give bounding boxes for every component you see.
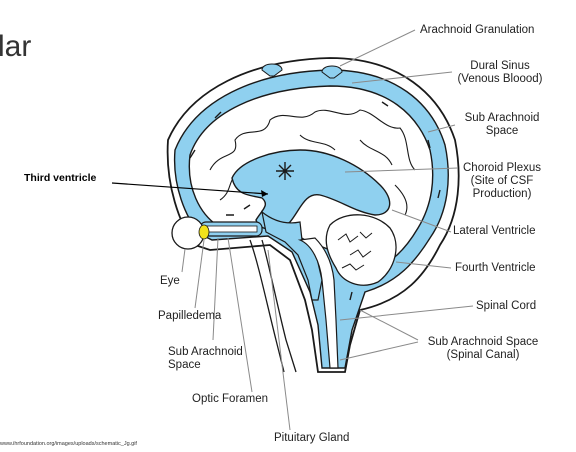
label-sub-arachnoid-left: Sub Arachnoid Space [168, 346, 243, 372]
label-lateral-ventricle: Lateral Ventricle [453, 225, 536, 237]
label-dural-sinus-line2: (Venous Bloood) [457, 73, 543, 85]
choroid-plexus-mark [276, 162, 294, 180]
label-sub-arachnoid-left-line1: Sub Arachnoid [168, 346, 243, 358]
label-fourth-ventricle: Fourth Ventricle [455, 262, 536, 274]
label-dural-sinus-line1: Dural Sinus [470, 60, 530, 72]
cerebellum-folia [337, 231, 373, 271]
label-choroid-line1: Choroid Plexus [463, 162, 541, 174]
optic-nerve [204, 225, 258, 233]
label-sub-arachnoid-spinal: Sub Arachnoid Space (Spinal Canal) [420, 336, 546, 362]
slide-title-fragment: lar [0, 30, 32, 63]
lateral-ventricle [231, 149, 391, 230]
third-ventricle-pointer [111, 182, 269, 195]
arachnoid-granulation-1 [261, 63, 283, 77]
label-optic-foramen: Optic Foramen [192, 393, 269, 405]
third-ventricle-callout: Third ventricle [24, 172, 97, 184]
papilledema-disc [198, 224, 210, 240]
label-eye: Eye [160, 275, 180, 287]
arachnoid-granulation-2 [321, 65, 343, 79]
label-sub-arachnoid-left-line2: Space [168, 359, 201, 371]
label-choroid-plexus: Choroid Plexus (Site of CSF Production) [452, 162, 552, 201]
label-choroid-line2: (Site of CSF [470, 175, 534, 187]
pituitary-sheath [249, 239, 285, 373]
label-sub-arachnoid-space: Sub Arachnoid Space [454, 112, 550, 138]
label-sub-arachnoid-line1: Sub Arachnoid [464, 112, 540, 124]
flow-arrows [189, 101, 441, 301]
label-sub-arachnoid-spinal-line2: (Spinal Canal) [446, 349, 520, 361]
label-sub-arachnoid-line2: Space [485, 125, 519, 137]
gyri-lines [209, 109, 416, 216]
label-spinal-cord: Spinal Cord [476, 300, 537, 312]
pituitary-stalk [261, 239, 297, 373]
label-arachnoid-granulation: Arachnoid Granulation [420, 24, 535, 36]
label-sub-arachnoid-spinal-line1: Sub Arachnoid Space [427, 336, 539, 348]
third-ventricle-arrowhead [261, 190, 268, 197]
label-choroid-line3: Production) [472, 188, 532, 200]
spinal-cord [297, 237, 339, 369]
label-pituitary-gland: Pituitary Gland [274, 432, 350, 444]
source-url: www.ihrfoundation.org/images/uploads/sch… [0, 441, 137, 447]
third-ventricle [261, 210, 323, 301]
label-dural-sinus: Dural Sinus (Venous Bloood) [452, 60, 548, 86]
label-papilledema: Papilledema [158, 310, 222, 322]
leader-lines [181, 29, 474, 431]
